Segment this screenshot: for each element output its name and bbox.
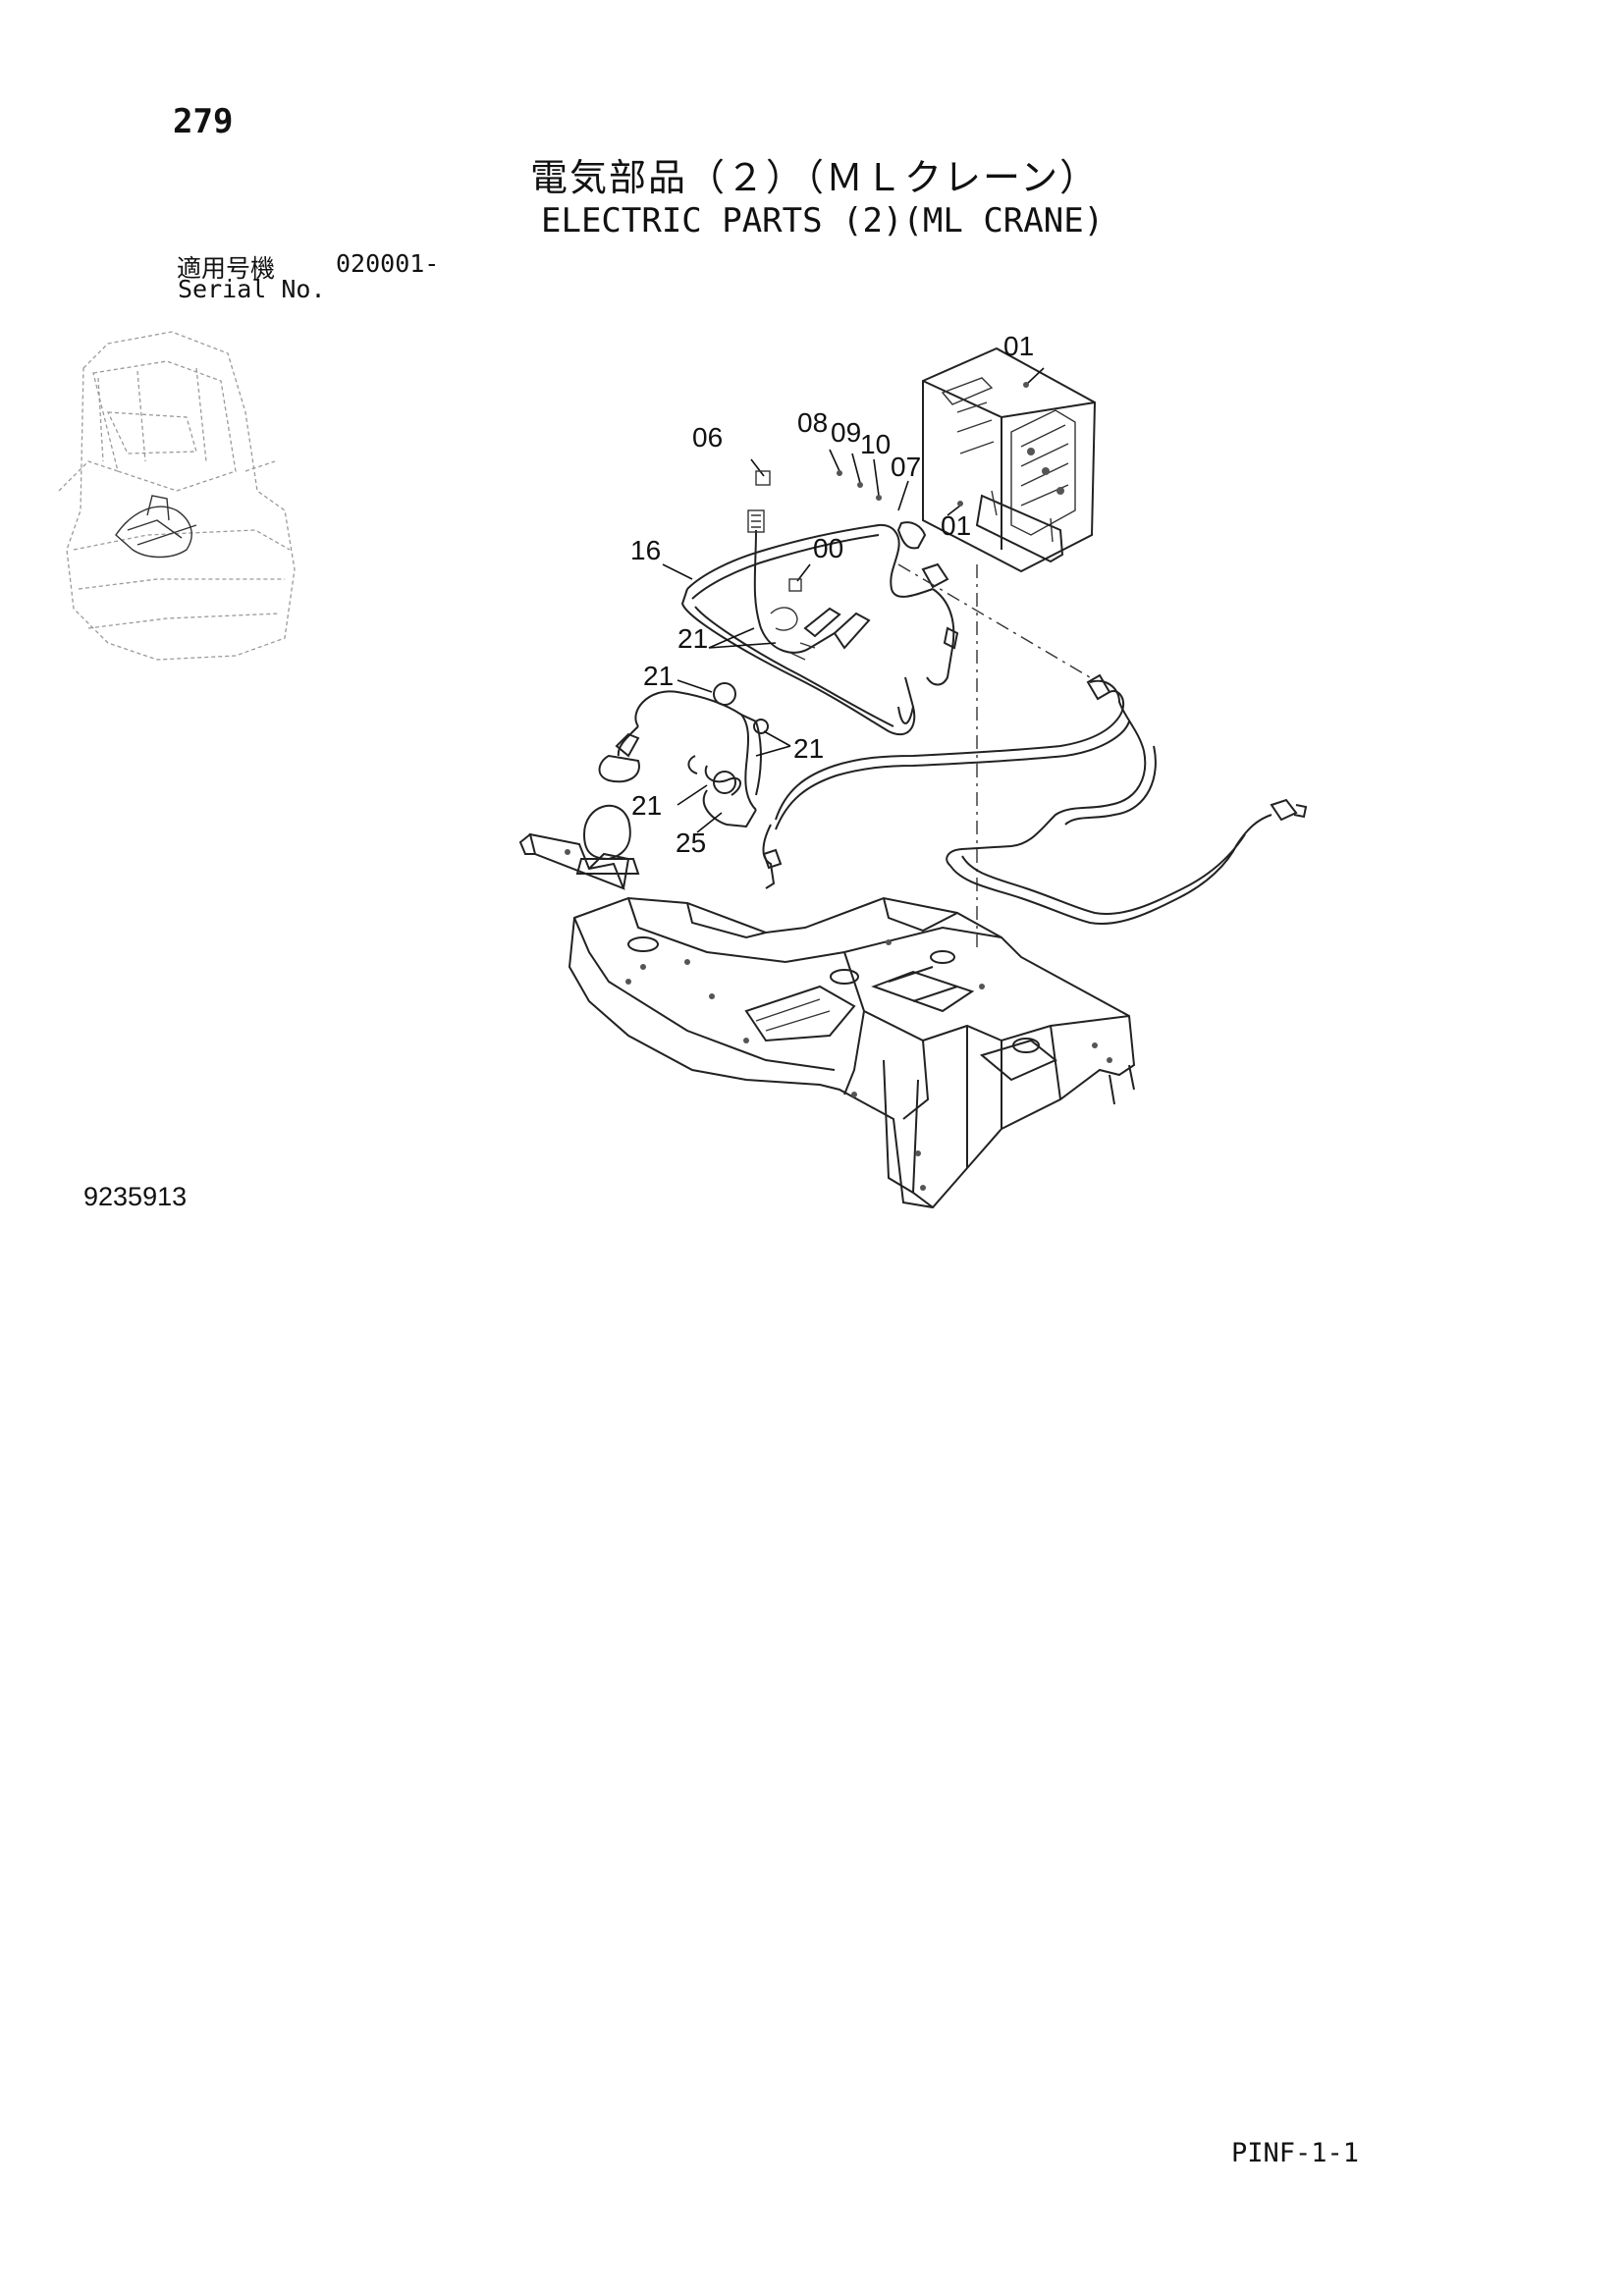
callout-06: 06 [692, 422, 723, 453]
wire-harness [680, 509, 959, 736]
callout-21-upper: 21 [677, 623, 708, 654]
callout-10: 10 [860, 429, 891, 459]
page-code: PINF-1-1 [1231, 2138, 1360, 2168]
callout-00: 00 [813, 533, 843, 563]
serial-label-english: Serial No. [178, 275, 326, 303]
page-number: 279 [173, 102, 234, 141]
control-box [922, 347, 1097, 573]
callout-leaders [662, 367, 1045, 833]
extension-harness [762, 563, 1308, 947]
beacon-lamp [518, 804, 640, 890]
callout-09: 09 [831, 417, 861, 448]
callout-21-left: 21 [643, 661, 674, 691]
callout-08: 08 [797, 407, 828, 438]
lamp-harness [598, 682, 769, 828]
serial-label-japanese: 適用号機 [177, 254, 276, 283]
chassis-frame [568, 896, 1136, 1209]
page-title-japanese: 電気部品（２）（ＭＬクレーン） [530, 156, 1100, 199]
callout-16: 16 [630, 535, 661, 565]
machine-locator-thumbnail [58, 331, 296, 661]
serial-number-value: 020001- [336, 249, 440, 278]
page-title-english: ELECTRIC PARTS (2)(ML CRANE) [541, 201, 1105, 240]
drawing-number: 9235913 [83, 1182, 188, 1211]
callout-21-lower: 21 [631, 790, 662, 821]
callout-07: 07 [891, 452, 921, 482]
callout-01-top: 01 [1003, 331, 1034, 361]
callout-25: 25 [676, 828, 706, 858]
callout-21-right: 21 [793, 733, 824, 764]
callout-labels: 01 06 08 09 10 07 01 16 00 21 21 21 21 2… [630, 331, 1034, 858]
callout-01-bottom: 01 [941, 510, 971, 541]
